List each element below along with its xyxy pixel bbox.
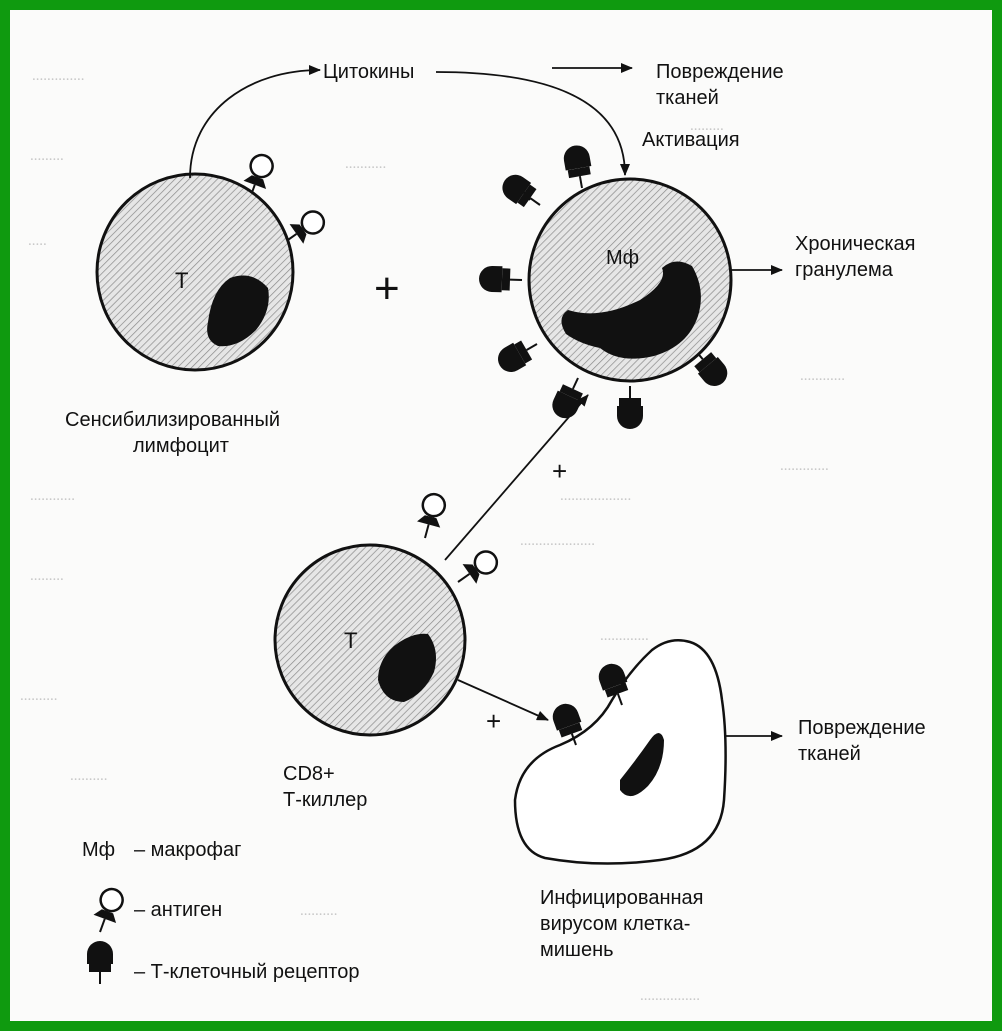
plus-sign-bottom: +	[486, 706, 501, 736]
infected-label: Инфицированная	[540, 887, 704, 909]
receptor-icon	[493, 333, 543, 377]
plus-sign-diagonal: +	[552, 456, 567, 486]
tissue-damage-top-label-2: тканей	[656, 87, 719, 109]
chronic-granuloma-label-2: гранулема	[795, 259, 894, 281]
plus-sign: +	[374, 264, 400, 313]
svg-text:..............: ..............	[32, 68, 85, 84]
svg-text:.....: .....	[28, 233, 47, 249]
tissue-damage-bottom-label-2: тканей	[798, 743, 861, 765]
cd8-label-2: Т-киллер	[283, 789, 367, 811]
svg-text:...........: ...........	[345, 156, 386, 172]
immune-diagram: .............. ......... ..... .........…	[10, 10, 992, 1021]
chronic-granuloma-label: Хроническая	[795, 233, 916, 255]
legend-receptor-icon	[87, 941, 113, 984]
antigen-icon	[451, 546, 502, 591]
receptor-icon	[617, 386, 643, 429]
macrophage: Мф	[479, 143, 733, 429]
infected-target-cell	[515, 640, 726, 863]
svg-text:.............: .............	[780, 458, 829, 474]
arrow-activation	[436, 72, 625, 175]
svg-text:....................: ....................	[520, 533, 595, 549]
svg-text:..........: ..........	[70, 768, 108, 784]
t-cell-label: Т	[175, 268, 188, 293]
receptor-icon	[497, 170, 547, 216]
infected-label-3: мишень	[540, 939, 614, 961]
receptor-icon	[548, 373, 590, 423]
cytokines-label: Цитокины	[323, 61, 414, 83]
svg-text:................: ................	[640, 988, 700, 1004]
activation-label: Активация	[642, 129, 740, 151]
infected-label-2: вирусом клетка-	[540, 913, 690, 935]
sensitized-label-2: лимфоцит	[133, 435, 229, 457]
legend-receptor-desc: – Т-клеточный рецептор	[134, 961, 359, 983]
svg-text:...................: ...................	[560, 488, 631, 504]
sensitized-label: Сенсибилизированный	[65, 409, 280, 431]
svg-text:.............: .............	[600, 628, 649, 644]
cd8-t-label: Т	[344, 628, 357, 653]
sensitized-t-cell: Т	[97, 152, 329, 370]
svg-text:............: ............	[800, 368, 845, 384]
arrow-to-target	[458, 680, 548, 720]
macrophage-label: Мф	[606, 247, 639, 269]
svg-text:.........: .........	[30, 148, 64, 164]
tissue-damage-bottom-label: Повреждение	[798, 717, 926, 739]
legend-antigen-desc: – антиген	[134, 899, 222, 921]
svg-text:..........: ..........	[300, 903, 338, 919]
cd8-label: CD8+	[283, 763, 335, 785]
svg-text:..........: ..........	[20, 688, 58, 704]
receptor-icon	[479, 266, 523, 293]
legend-macrophage-desc: – макрофаг	[134, 839, 241, 861]
cd8-cell-membrane	[275, 545, 465, 735]
antigen-icon	[413, 491, 448, 541]
legend-antigen-icon	[89, 886, 127, 936]
legend-macrophage-abbr: Мф	[82, 839, 115, 861]
cd8-killer-cell: Т	[275, 491, 502, 735]
svg-text:.........: .........	[30, 568, 64, 584]
t-cell-membrane	[97, 174, 293, 370]
receptor-icon	[562, 143, 595, 190]
tissue-damage-top-label: Повреждение	[656, 61, 784, 83]
svg-text:............: ............	[30, 488, 75, 504]
